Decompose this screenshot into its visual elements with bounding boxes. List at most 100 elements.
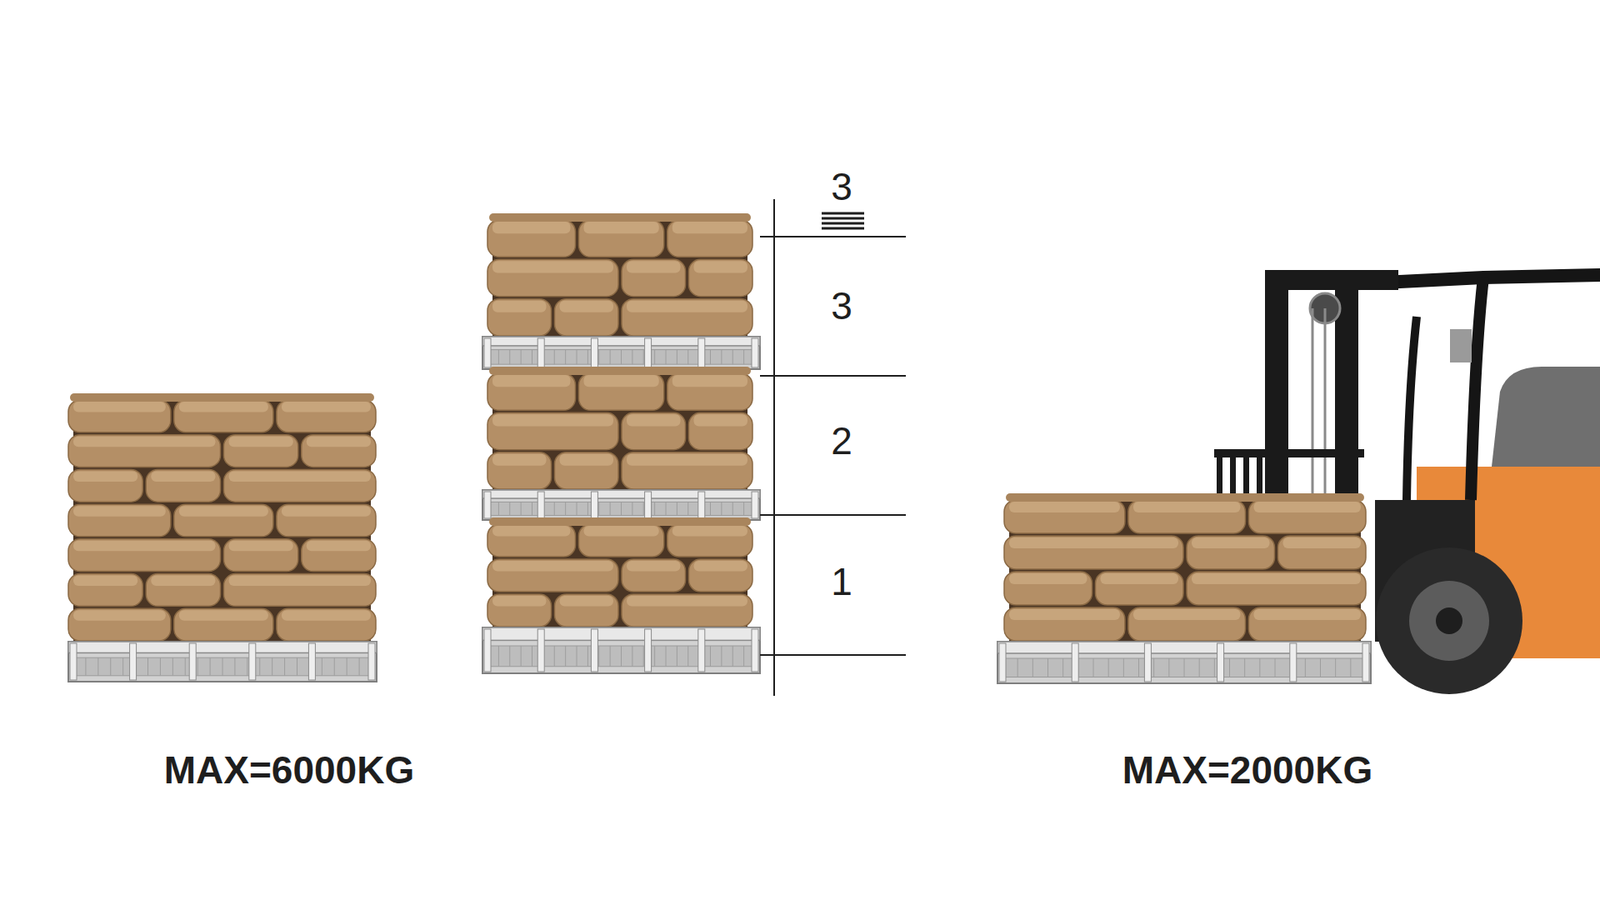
cement-bag	[555, 299, 620, 336]
cement-bag	[487, 299, 552, 336]
cement-bag	[68, 504, 171, 537]
backrest-bar	[1230, 449, 1236, 501]
dimension-line	[760, 375, 906, 377]
cement-bag	[1004, 571, 1093, 605]
backrest-bar	[1216, 449, 1223, 501]
mesh-line	[531, 645, 533, 667]
mesh-line	[509, 350, 510, 365]
mesh-line	[509, 501, 510, 515]
cement-bag	[621, 452, 753, 490]
pallet-post	[751, 338, 759, 368]
mesh-line	[710, 645, 711, 667]
mesh-line	[743, 350, 745, 365]
stack-limit-number: 3	[830, 167, 853, 206]
stack-level-number: 3	[830, 286, 853, 325]
bag-top	[489, 213, 751, 222]
pallet-post	[698, 491, 705, 519]
bag-highlight	[492, 260, 614, 273]
mesh-line	[1108, 658, 1110, 678]
pallet-mesh	[73, 657, 372, 676]
mesh-line	[498, 350, 500, 365]
guard-post	[1406, 316, 1417, 500]
bag-highlight	[492, 454, 547, 466]
mesh-line	[687, 645, 689, 667]
bag-highlight	[1191, 573, 1361, 585]
cement-bag	[621, 559, 686, 592]
cement-bag	[145, 574, 220, 607]
pallet-mesh	[487, 501, 755, 515]
mesh-line	[246, 657, 248, 676]
bag-highlight	[306, 436, 371, 448]
steel-pallet	[482, 336, 760, 370]
stack-symbol-line	[821, 227, 865, 230]
cement-bag	[487, 373, 575, 410]
cement-bag	[689, 559, 754, 592]
mesh-line	[1047, 658, 1049, 678]
cement-bag	[68, 469, 143, 502]
pallet-post	[590, 338, 598, 368]
bag-highlight	[492, 414, 614, 426]
cement-bag	[1186, 571, 1366, 605]
bag-highlight	[1009, 501, 1120, 513]
mesh-line	[259, 657, 260, 676]
cement-bag	[1248, 607, 1366, 641]
mesh-line	[643, 645, 645, 667]
bag-highlight	[1191, 537, 1270, 549]
mast-crossbar	[1265, 270, 1399, 290]
bag-highlight	[150, 575, 215, 587]
mesh-line	[554, 350, 555, 365]
mesh-line	[676, 501, 678, 515]
cement-bag	[68, 574, 143, 607]
mesh-line	[732, 501, 734, 515]
mesh-line	[743, 501, 745, 515]
mesh-line	[565, 501, 566, 515]
cement-bag	[689, 412, 754, 450]
pallet-post	[645, 491, 652, 519]
cement-bag	[301, 539, 376, 572]
cement-bag	[68, 539, 221, 572]
mesh-line	[210, 657, 211, 676]
mesh-line	[620, 645, 622, 667]
wheel-hub	[1409, 580, 1490, 661]
bag-highlight	[281, 401, 371, 413]
cement-bag	[555, 452, 620, 490]
cement-bag	[174, 400, 274, 433]
mesh-line	[720, 350, 722, 365]
mesh-line	[665, 645, 667, 667]
pallet-post	[698, 629, 705, 672]
bag-stack	[487, 213, 753, 337]
bag-highlight	[694, 414, 749, 426]
bag-highlight	[306, 540, 371, 552]
pallet-mesh	[487, 350, 755, 365]
cement-bag	[68, 435, 221, 468]
mesh-line	[643, 350, 645, 365]
pallet-rail	[997, 641, 1371, 654]
bag-highlight	[73, 575, 138, 587]
mesh-line	[1153, 658, 1155, 678]
pallet-mesh	[487, 645, 755, 667]
mesh-line	[610, 501, 611, 515]
cement-bag	[224, 435, 299, 468]
cement-bag	[1248, 500, 1366, 534]
mesh-line	[346, 657, 348, 676]
mesh-line	[610, 645, 611, 667]
bag-highlight	[560, 595, 615, 607]
mesh-line	[665, 350, 667, 365]
steel-pallet	[482, 490, 760, 520]
mesh-line	[1017, 658, 1019, 678]
bag-highlight	[150, 470, 215, 482]
pallet-frame	[68, 641, 377, 682]
mesh-line	[1259, 658, 1260, 678]
stack-symbol-line	[821, 212, 865, 215]
mesh-line	[520, 645, 522, 667]
pallet-post	[590, 629, 598, 672]
bag-top	[489, 517, 751, 526]
steel-pallet	[482, 627, 760, 674]
cement-bag	[487, 524, 575, 557]
pallet-post	[70, 643, 77, 680]
dimension-line	[760, 514, 906, 516]
cement-bag	[174, 608, 274, 641]
cement-bag	[1278, 535, 1367, 570]
pallet-post	[537, 491, 545, 519]
wheel-tire	[1375, 547, 1523, 695]
